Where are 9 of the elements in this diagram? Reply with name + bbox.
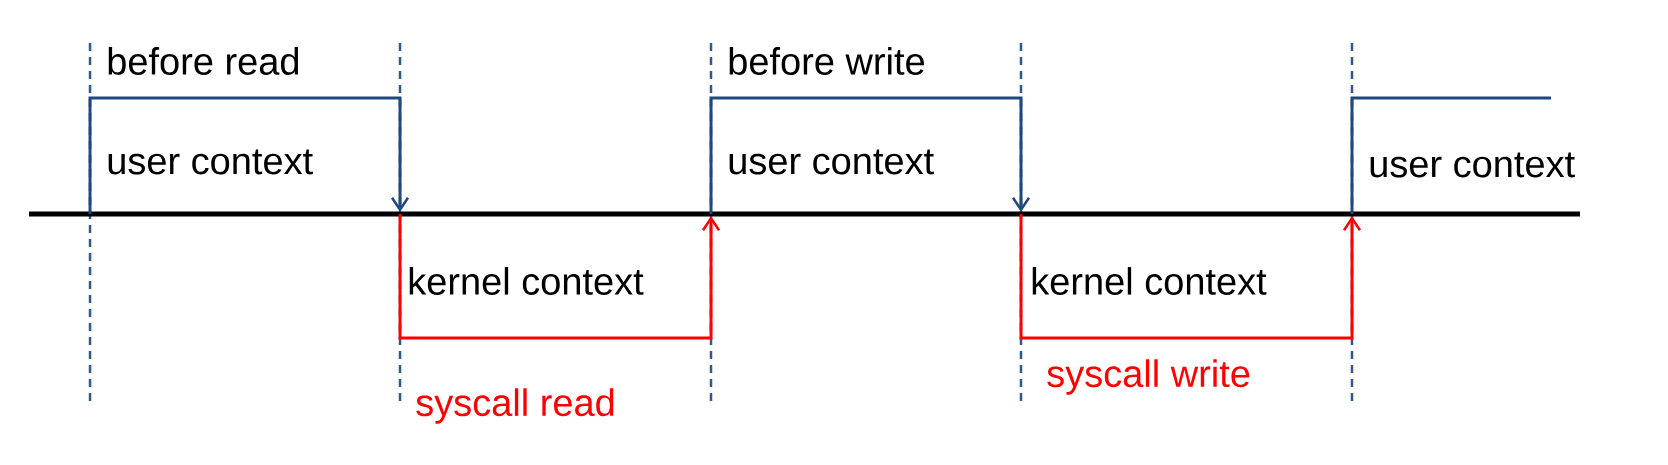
phase-label: user context (108, 149, 313, 175)
phase-label: before read (108, 47, 299, 75)
phase-label: user context (1370, 152, 1575, 178)
phase-label: kernel context (1032, 267, 1267, 295)
syscall-label: syscall write (1047, 359, 1250, 395)
phase-label: before write (729, 47, 924, 75)
phase-label: user context (729, 149, 934, 175)
syscall-label: syscall read (416, 388, 614, 424)
phase-label: kernel context (409, 267, 644, 295)
